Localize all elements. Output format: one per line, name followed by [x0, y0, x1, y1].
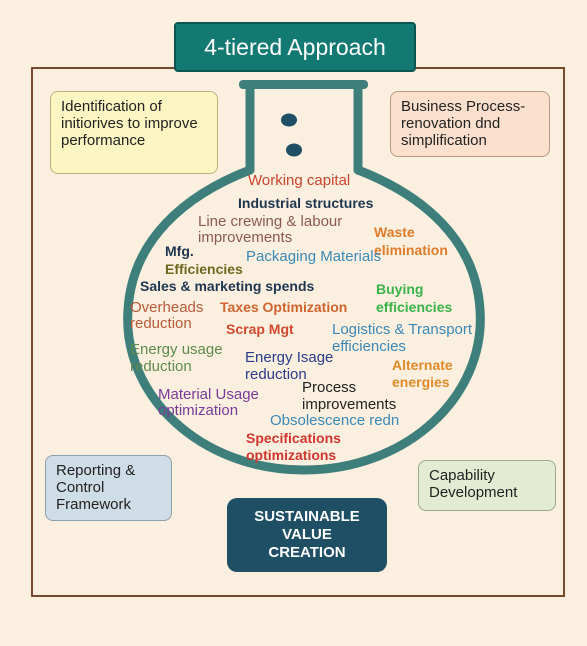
item-logistics-transport-2: efficiencies	[332, 338, 406, 355]
sustainable-value-creation-box: SUSTAINABLE VALUE CREATION	[227, 498, 387, 572]
flask-bubble-bottom	[286, 143, 302, 157]
item-taxes-optimization: Taxes Optimization	[220, 299, 348, 315]
item-logistics-transport: Logistics & Transport	[332, 321, 473, 338]
item-material-usage: Material Usage	[158, 386, 259, 403]
item-specifications: Specifications	[246, 430, 341, 446]
item-buying-2: efficiencies	[376, 299, 453, 315]
item-energy-usage: Energy usage	[130, 341, 223, 358]
sustainable-value-creation-text: SUSTAINABLE VALUE CREATION	[254, 508, 360, 561]
flask-bubble-top	[281, 113, 297, 127]
item-packaging-materials: Packaging Materials	[246, 248, 382, 265]
item-waste-2: elimination	[374, 242, 448, 258]
item-energy-usage-2: reduction	[130, 358, 192, 375]
item-specifications-2: optimizations	[246, 447, 337, 463]
item-line-crewing-2: improvements	[198, 229, 293, 246]
item-energy-isage-2: reduction	[245, 366, 307, 383]
item-scrap-mgt: Scrap Mgt	[226, 321, 294, 337]
item-mfg: Mfg.	[165, 243, 194, 259]
item-sales-marketing: Sales & marketing spends	[140, 278, 315, 294]
item-alternate-2: energies	[392, 374, 450, 390]
item-process: Process	[302, 379, 357, 396]
flask-outline	[123, 85, 485, 475]
item-mfg-2: Efficiencies	[165, 261, 243, 277]
box-business-process: Business Process-renovation dnd simplifi…	[390, 91, 550, 157]
box-capability-development: Capability Development	[418, 460, 556, 511]
item-line-crewing: Line crewing & labour	[198, 213, 343, 230]
item-working-capital: Working capital	[248, 172, 351, 189]
item-obsolescence: Obsolescence redn	[270, 412, 400, 429]
item-buying: Buying	[376, 281, 424, 297]
item-industrial-structures: Industrial structures	[238, 195, 374, 211]
item-material-usage-2: optimization	[158, 402, 239, 419]
item-process-2: improvements	[302, 396, 397, 413]
box-reporting-control: Reporting & Control Framework	[45, 455, 172, 521]
item-alternate: Alternate	[392, 357, 453, 373]
item-overheads: Overheads	[130, 299, 204, 316]
page-title: 4-tiered Approach	[174, 22, 416, 72]
item-energy-isage: Energy Isage	[245, 349, 334, 366]
item-waste: Waste	[374, 224, 415, 240]
box-identification: Identification of initiorives to improve…	[50, 91, 218, 174]
flask-neck-rim	[239, 80, 368, 89]
item-overheads-2: reduction	[130, 315, 192, 332]
